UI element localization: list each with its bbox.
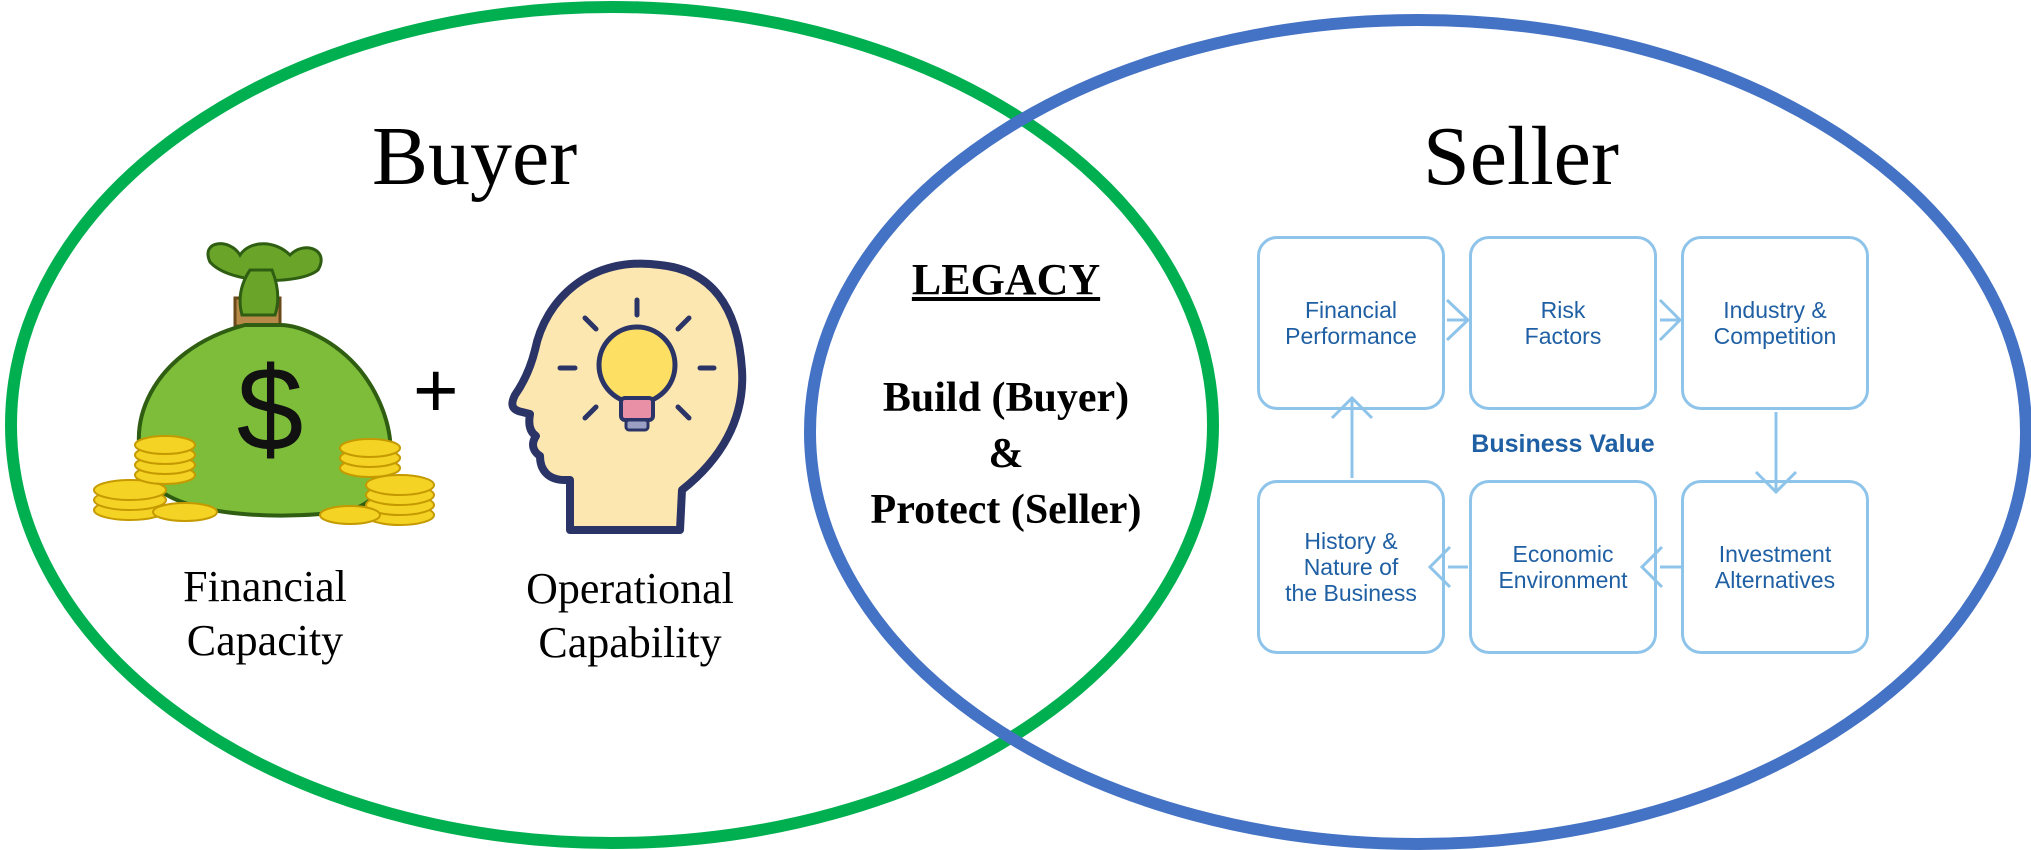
legacy-protect-line: Protect (Seller) [870, 487, 1142, 533]
dollar-sign: $ [236, 342, 304, 476]
legacy-heading: LEGACY [911, 255, 1101, 304]
box-risk-factors: Risk Factors [1469, 236, 1657, 410]
box-industry-competition: Industry & Competition [1681, 236, 1869, 410]
legacy-body: Build (Buyer) & Protect (Seller) [826, 370, 1186, 538]
financial-capacity-caption: Financial Capacity [130, 560, 400, 668]
operational-capability-caption: Operational Capability [490, 562, 770, 670]
operational-capability-line1: Operational [526, 564, 734, 613]
box-industry-competition-label: Industry & Competition [1713, 297, 1837, 349]
box-investment-alternatives: Investment Alternatives [1681, 480, 1869, 654]
buyer-title: Buyer [372, 110, 578, 203]
financial-capacity-line2: Capacity [186, 616, 344, 665]
operational-capability-line2: Capability [538, 618, 722, 667]
head-lightbulb-icon [508, 259, 747, 534]
buyer-circle [5, 1, 1219, 849]
financial-capacity-line1: Financial [183, 562, 347, 611]
legacy-build-line: Build (Buyer) [882, 375, 1130, 421]
business-value-label: Business Value [1471, 430, 1655, 458]
box-financial-performance-label: Financial Performance [1285, 297, 1417, 349]
seller-title: Seller [1423, 110, 1619, 203]
box-history-nature-label: History & Nature of the Business [1285, 528, 1417, 606]
legacy-ampersand-line: & [988, 431, 1024, 477]
box-history-nature: History & Nature of the Business [1257, 480, 1445, 654]
box-economic-environment: Economic Environment [1469, 480, 1657, 654]
seller-circle [804, 14, 2031, 850]
box-risk-factors-label: Risk Factors [1524, 297, 1602, 349]
box-economic-environment-label: Economic Environment [1498, 541, 1628, 593]
box-financial-performance: Financial Performance [1257, 236, 1445, 410]
box-investment-alternatives-label: Investment Alternatives [1714, 541, 1836, 593]
plus-sign: + [413, 346, 459, 434]
money-bag-icon [93, 242, 435, 526]
